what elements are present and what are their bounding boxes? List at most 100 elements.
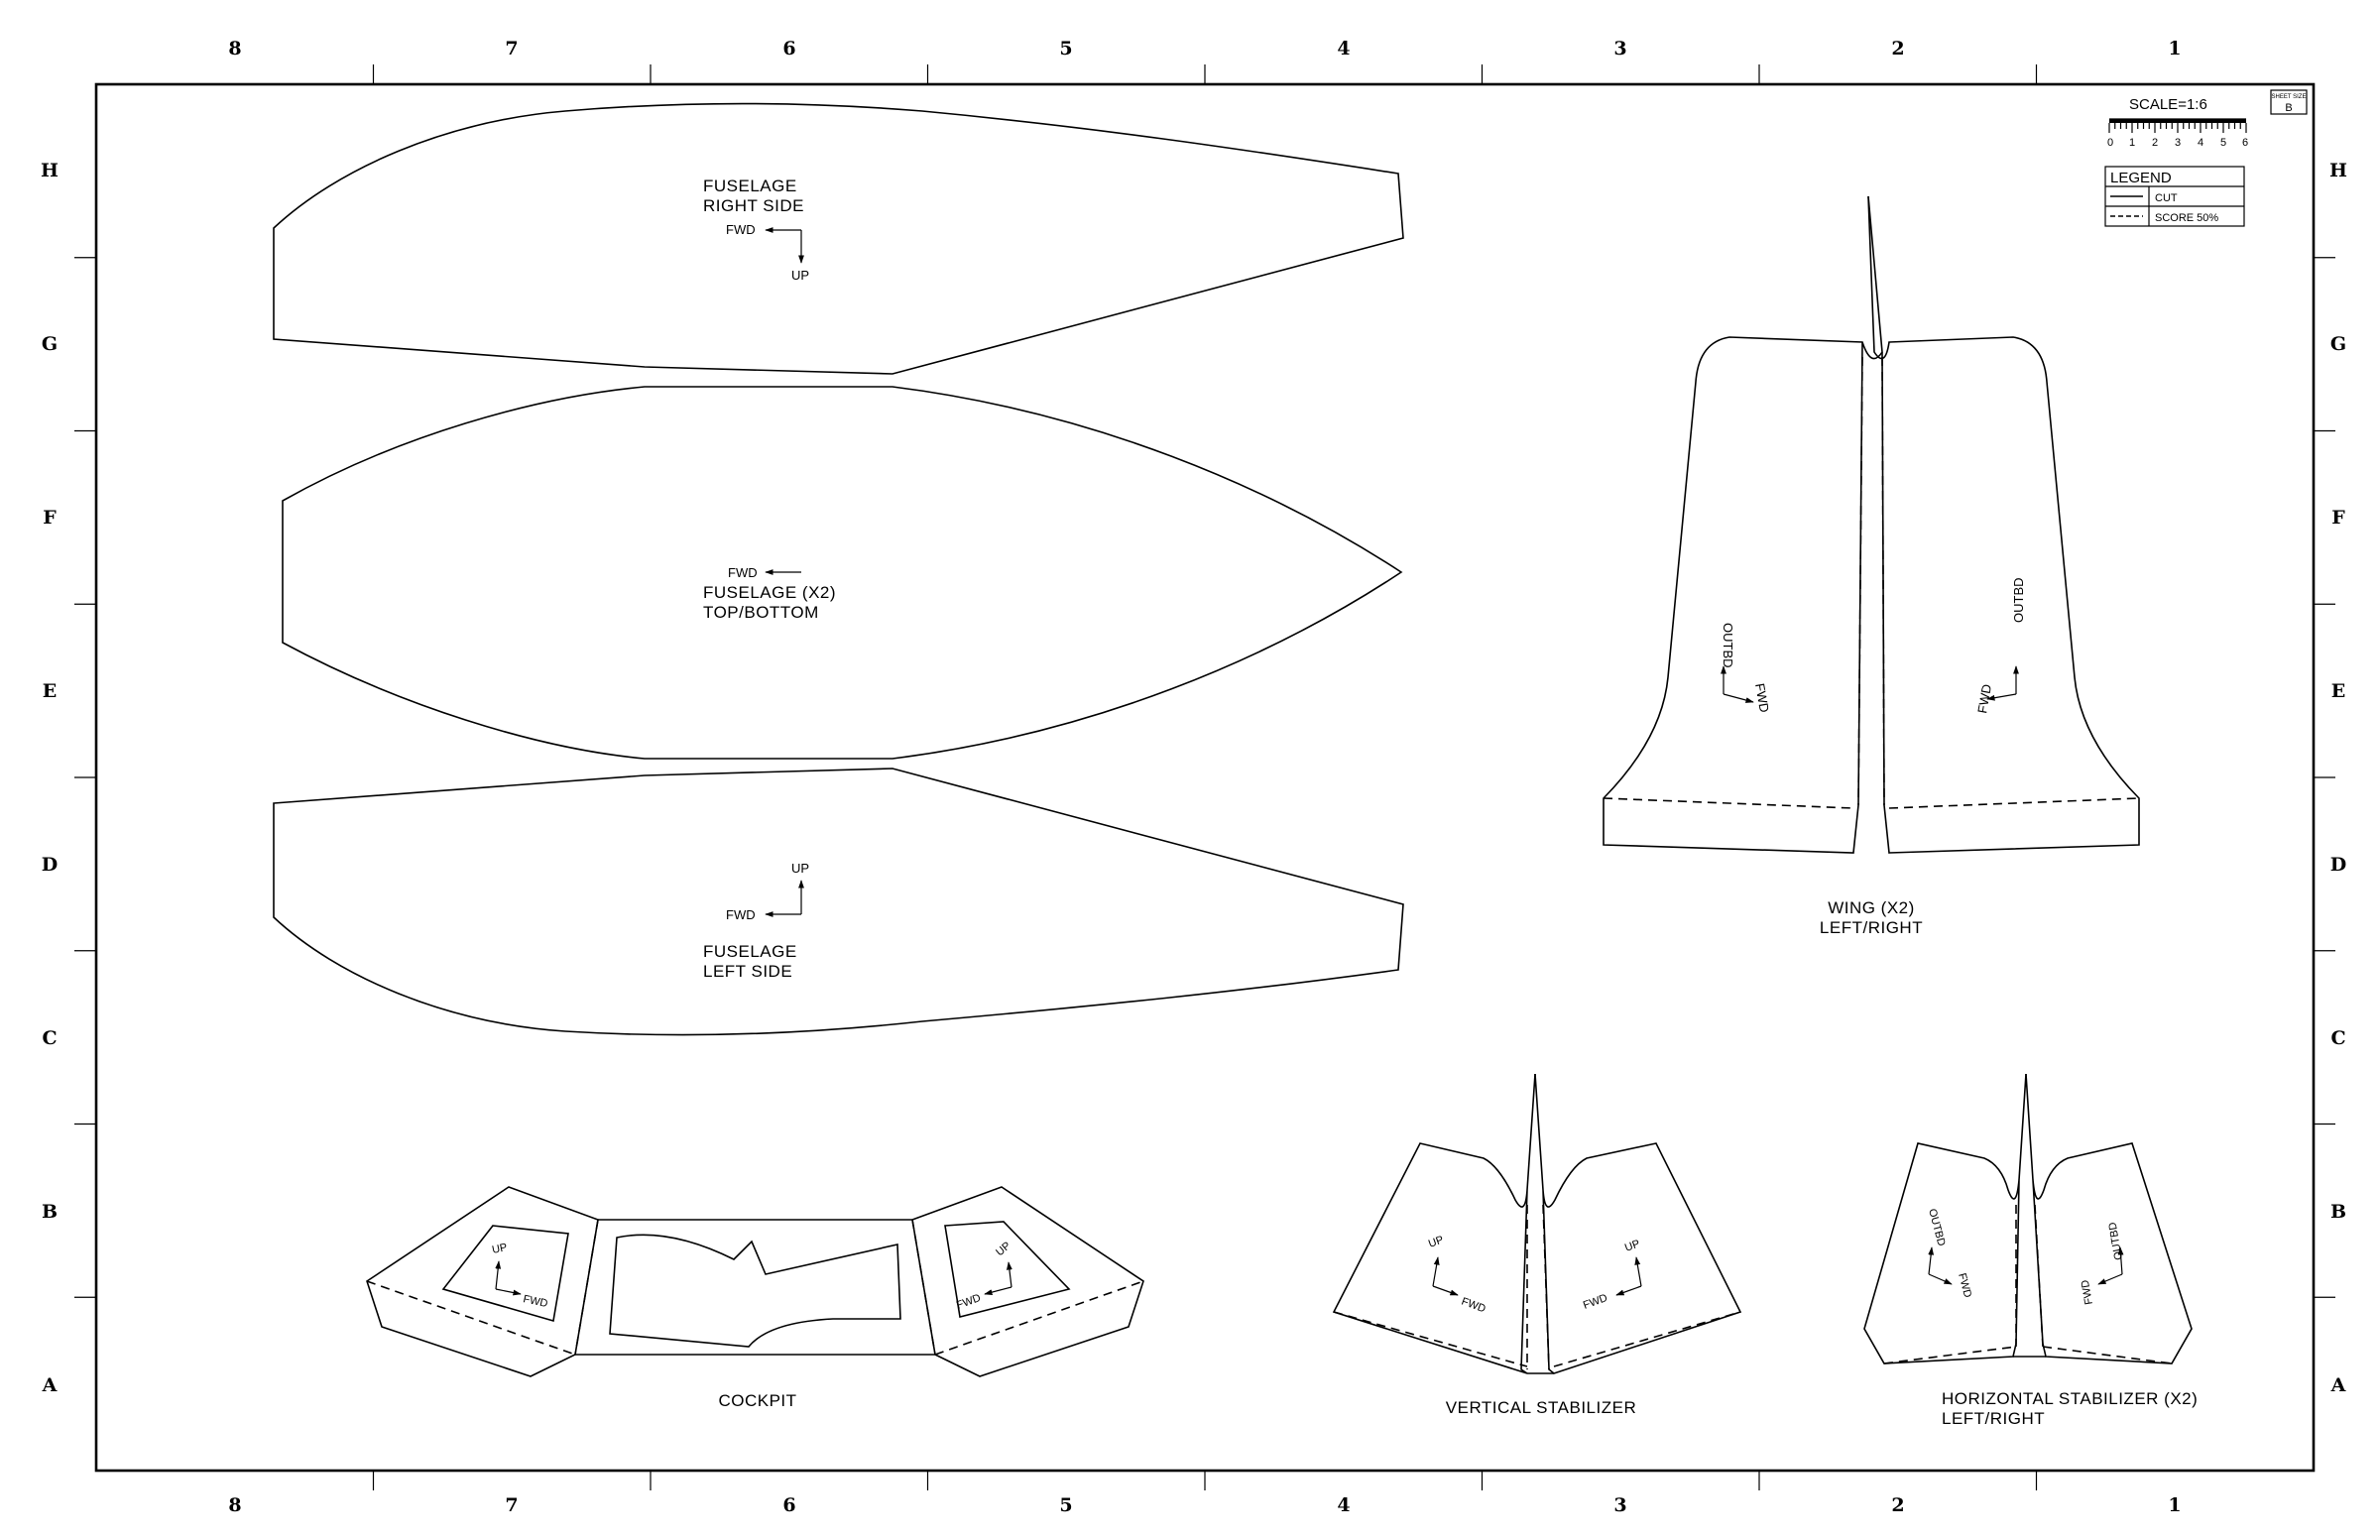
fwd-arrow-icon <box>1615 1285 1642 1296</box>
vertical-stabilizer-title: VERTICAL STABILIZER <box>1446 1398 1636 1417</box>
row-ref: B <box>2330 1201 2346 1223</box>
fuselage-left-subtitle: LEFT SIDE <box>703 962 792 981</box>
scale-tick-label: 0 <box>2107 137 2113 149</box>
row-ref: C <box>2330 1027 2345 1049</box>
row-ref: G <box>42 333 58 355</box>
fwd-arrow-icon <box>1723 693 1754 703</box>
fuselage-left-title: FUSELAGE <box>703 942 797 961</box>
outbd-label: OUTBD <box>2011 578 2026 624</box>
column-ref: 5 <box>1059 38 1072 59</box>
row-ref: H <box>2329 160 2347 181</box>
outbd-label: OUTBD <box>1721 623 1735 668</box>
wing-title: WING (X2) <box>1828 898 1915 917</box>
fuselage-top-title: FUSELAGE (X2) <box>703 583 836 602</box>
column-ref: 6 <box>782 38 795 59</box>
fuselage-top-bottom-part: FWD FUSELAGE (X2) TOP/BOTTOM <box>282 386 1403 760</box>
fwd-label: FWD <box>726 222 756 237</box>
fwd-label: FWD <box>1460 1296 1488 1316</box>
fwd-label: FWD <box>726 907 756 922</box>
up-arrow-icon <box>495 1260 502 1290</box>
fuselage-right-title: FUSELAGE <box>703 177 797 195</box>
cockpit-part: UP FWD UP FWD COCKPIT <box>366 1186 1144 1410</box>
column-ref: 3 <box>1613 1494 1626 1516</box>
fwd-arrow-icon <box>2097 1273 2123 1285</box>
scale-tick-label: 1 <box>2129 137 2135 149</box>
cockpit-right-window <box>944 1221 1071 1318</box>
cockpit-canopy-window <box>609 1234 901 1348</box>
legend-title: LEGEND <box>2110 170 2172 186</box>
fwd-label: FWD <box>1752 682 1772 714</box>
outbd-arrow-icon <box>1928 1246 1935 1275</box>
fwd-arrow-icon <box>1928 1273 1953 1285</box>
sheet-size-value: B <box>2285 102 2292 114</box>
fwd-label: FWD <box>1956 1272 1973 1299</box>
scale-tick-label: 4 <box>2198 137 2203 149</box>
fwd-label: FWD <box>728 565 758 580</box>
fuselage-right-subtitle: RIGHT SIDE <box>703 196 804 215</box>
row-ref: F <box>2331 507 2345 529</box>
up-arrow-icon <box>1006 1261 1012 1288</box>
fwd-arrow-icon <box>1432 1285 1459 1296</box>
column-ref: 3 <box>1613 38 1626 59</box>
fwd-arrow-icon <box>1986 693 2017 701</box>
row-refs-right: H G F E D C B A <box>2329 160 2347 1396</box>
outbd-label: OUTBD <box>1926 1208 1948 1247</box>
vertical-stabilizer-part: UP FWD UP FWD VERTICAL STABILIZER <box>1332 1073 1742 1417</box>
column-ref: 7 <box>505 38 518 59</box>
row-ref: C <box>42 1027 57 1049</box>
column-ref: 4 <box>1337 1494 1350 1516</box>
row-ref: D <box>42 854 58 876</box>
outbd-arrow-icon <box>2117 1246 2124 1275</box>
column-ref: 8 <box>228 1494 241 1516</box>
fwd-label: FWD <box>2080 1279 2095 1306</box>
wing-subtitle: LEFT/RIGHT <box>1820 918 1923 937</box>
horizontal-stabilizer-title: HORIZONTAL STABILIZER (X2) <box>1942 1389 2198 1408</box>
row-ref: A <box>2330 1374 2346 1396</box>
sheet-size-box: SHEET SIZE B <box>2270 89 2308 115</box>
fuselage-top-subtitle: TOP/BOTTOM <box>703 603 819 622</box>
row-ref: G <box>2330 333 2346 355</box>
drawing-frame <box>74 64 2335 1490</box>
column-ref: 7 <box>505 1494 518 1516</box>
scale-tick-label: 2 <box>2152 137 2158 149</box>
outbd-label: OUTBD <box>2106 1222 2125 1261</box>
up-label: UP <box>1623 1238 1641 1254</box>
cockpit-title: COCKPIT <box>718 1391 796 1410</box>
row-ref: F <box>43 507 57 529</box>
fwd-label: FWD <box>955 1292 983 1312</box>
row-ref: H <box>41 160 59 181</box>
fuselage-right-side-part: FUSELAGE RIGHT SIDE FWD UP <box>273 102 1404 375</box>
column-ref: 2 <box>1891 1494 1904 1516</box>
legend: LEGEND CUT SCORE 50% <box>2104 166 2245 227</box>
legend-score-label: SCORE 50% <box>2155 212 2218 224</box>
fwd-arrow-icon <box>984 1286 1012 1295</box>
up-label: UP <box>791 861 809 876</box>
horizontal-stabilizer-subtitle: LEFT/RIGHT <box>1942 1409 2045 1428</box>
sheet-size-caption: SHEET SIZE <box>2272 94 2307 100</box>
row-refs-left: H G F E D C B A <box>41 160 59 1396</box>
fwd-label: FWD <box>522 1293 548 1310</box>
horizontal-stabilizer-part: OUTBD FWD OUTBD FWD HORIZONTAL STABILIZE… <box>1863 1073 2198 1428</box>
cockpit-left-window <box>441 1225 569 1323</box>
fwd-label: FWD <box>1582 1292 1609 1312</box>
up-arrow-icon <box>1634 1256 1642 1287</box>
column-ref: 8 <box>228 38 241 59</box>
scale-tick-label: 3 <box>2175 137 2181 149</box>
up-label: UP <box>791 268 809 283</box>
row-ref: E <box>2331 680 2345 702</box>
row-ref: E <box>43 680 57 702</box>
up-label: UP <box>1427 1234 1445 1250</box>
column-ref: 1 <box>2168 1494 2181 1516</box>
column-refs-bottom: 8 7 6 5 4 3 2 1 <box>228 1494 2181 1516</box>
column-ref: 5 <box>1059 1494 1072 1516</box>
up-label: UP <box>491 1242 508 1256</box>
up-label: UP <box>994 1240 1012 1258</box>
column-ref: 1 <box>2168 38 2181 59</box>
column-refs-top: 8 7 6 5 4 3 2 1 <box>228 38 2181 59</box>
scale-label: SCALE=1:6 <box>2129 96 2207 113</box>
row-ref: B <box>42 1201 58 1223</box>
fwd-arrow-icon <box>495 1288 522 1296</box>
fuselage-left-side-part: UP FWD FUSELAGE LEFT SIDE <box>273 768 1404 1036</box>
scale-tick-label: 6 <box>2242 137 2248 149</box>
